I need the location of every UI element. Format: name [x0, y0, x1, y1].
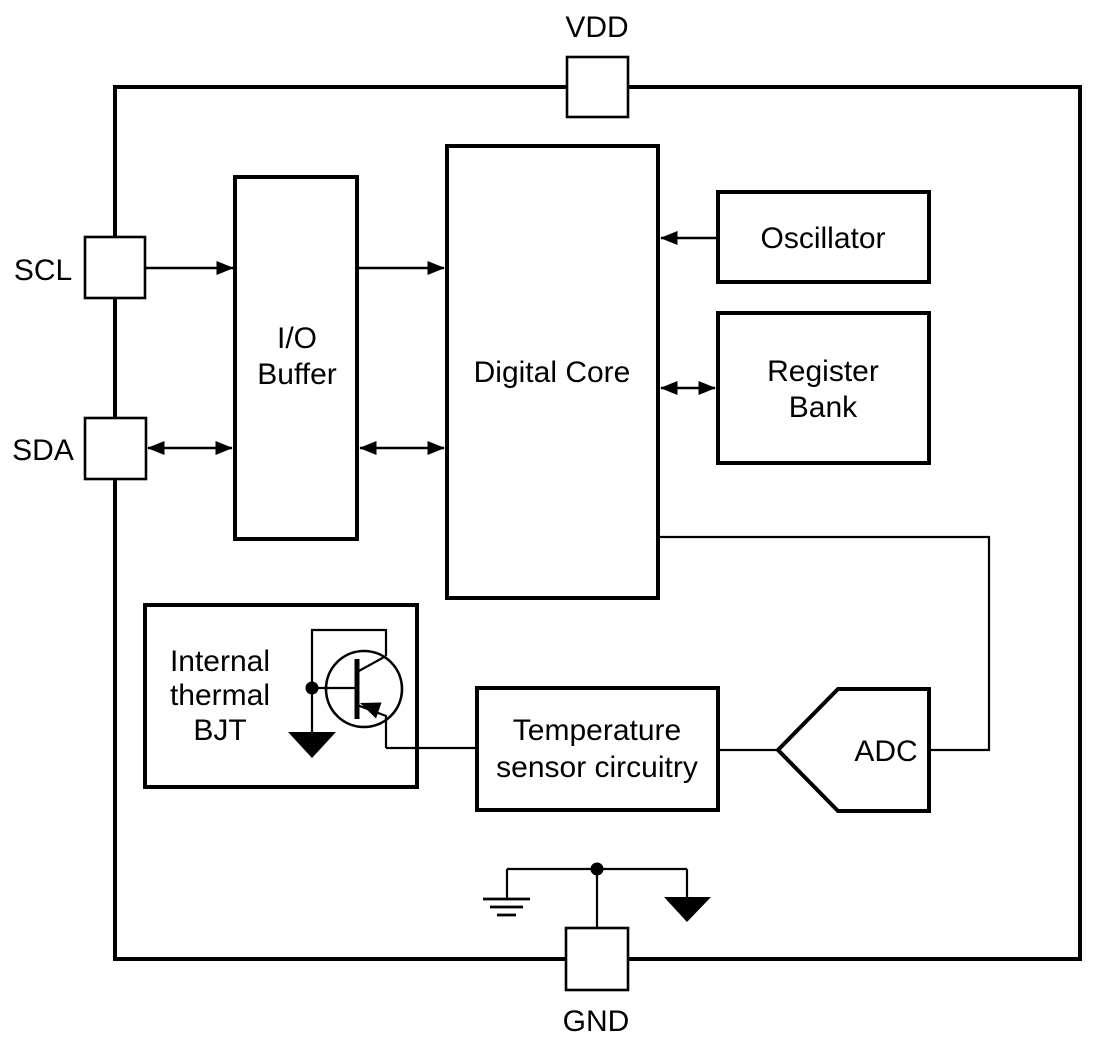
digital-core-to-adc-wire — [658, 535, 991, 752]
io-buffer-label-line2: Buffer — [257, 358, 337, 391]
adc-block — [775, 687, 931, 813]
register-bank-label-line1: Register — [767, 355, 879, 388]
temperature-sensor-label-line2: sensor circuitry — [496, 751, 698, 784]
sda-pin-label: SDA — [12, 434, 74, 467]
oscillator-label: Oscillator — [760, 222, 885, 255]
scl-pin-label: SCL — [14, 254, 72, 287]
chassis-ground-icon — [664, 897, 711, 922]
earth-ground-icon — [483, 897, 530, 917]
pnp-transistor-icon — [288, 628, 404, 758]
scl-pin — [83, 235, 147, 300]
sda-pin — [83, 416, 148, 481]
internal-thermal-bjt-block: Internal thermal BJT — [143, 603, 419, 789]
chassis-ground-icon — [288, 732, 336, 758]
temperature-sensor-label-line1: Temperature — [513, 714, 681, 747]
vdd-pin — [565, 55, 630, 119]
gnd-pin-label: GND — [563, 1005, 630, 1038]
io-buffer-label-line1: I/O — [277, 322, 317, 355]
digital-core-block — [445, 144, 660, 600]
bjt-label-line1: Internal — [170, 645, 270, 678]
adc-label: ADC — [854, 735, 917, 768]
bjt-label-line2: thermal — [170, 679, 270, 712]
oscillator-block — [716, 190, 931, 284]
temperature-sensor-block — [475, 686, 720, 812]
io-buffer-block — [233, 175, 359, 541]
digital-core-label: Digital Core — [474, 356, 631, 389]
gnd-pin — [564, 926, 630, 992]
bjt-label-line3: BJT — [193, 714, 246, 747]
junction-dot-icon — [590, 862, 604, 876]
vdd-pin-label: VDD — [565, 11, 628, 44]
register-bank-label-line2: Bank — [789, 391, 858, 424]
ground-net — [483, 862, 711, 928]
register-bank-block — [716, 311, 931, 465]
